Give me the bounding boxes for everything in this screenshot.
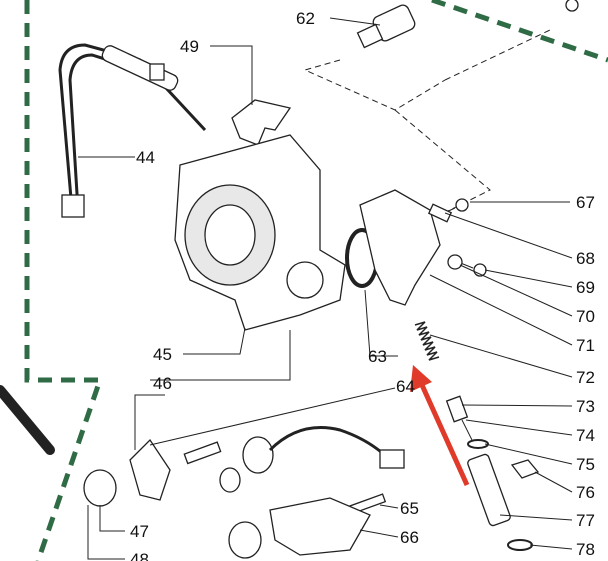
part-49-clip: [231, 99, 292, 146]
label-45: 45: [153, 345, 172, 364]
label-67: 67: [576, 193, 595, 212]
leader-lines: [78, 17, 573, 560]
part-64-grommet: [242, 436, 274, 474]
label-66: 66: [400, 528, 419, 547]
part-44-wiring-harness: [58, 43, 207, 218]
label-76: 76: [576, 483, 595, 502]
label-46: 46: [153, 374, 172, 393]
label-69: 69: [576, 278, 595, 297]
label-75: 75: [576, 455, 595, 474]
part-74-rod: [461, 419, 473, 441]
connector-dashed: [303, 59, 446, 111]
cable-connector: [379, 449, 405, 469]
connector-dashed-2: [394, 29, 551, 216]
highlight-arrow: [410, 365, 470, 487]
part-47-button: [83, 469, 117, 507]
label-70: 70: [576, 307, 595, 326]
part-46-plate: [129, 438, 171, 501]
label-65: 65: [400, 499, 419, 518]
part-62-sensor: [356, 4, 416, 49]
part-72-spring: [414, 321, 440, 361]
label-68: 68: [576, 249, 595, 268]
cable: [268, 426, 392, 462]
part-68-plate: [427, 203, 453, 223]
part-top-right-fitting: [565, 0, 579, 12]
label-74: 74: [576, 426, 595, 445]
label-73: 73: [576, 397, 595, 416]
label-44: 44: [136, 148, 155, 167]
part-66-bracket: [269, 497, 371, 556]
label-49: 49: [180, 37, 199, 56]
part-45-housing: [174, 134, 346, 331]
label-77: 77: [576, 511, 595, 530]
part-75-ring: [467, 439, 489, 449]
part-64-screw: [183, 441, 222, 465]
part-71-cover: [359, 189, 441, 306]
part-78-ring: [507, 539, 533, 551]
part-70-washer: [447, 254, 463, 270]
assembly-boundary-left: [24, 0, 104, 561]
label-72: 72: [576, 368, 595, 387]
assembly-boundary-right: [431, 0, 608, 63]
label-63: 63: [368, 347, 387, 366]
label-47: 47: [130, 522, 149, 541]
part-76-clip: [510, 459, 540, 479]
label-62: 62: [296, 9, 315, 28]
part-77-electrode: [467, 453, 511, 527]
washer: [219, 467, 241, 493]
label-64: 64: [396, 377, 415, 396]
tube: [0, 385, 55, 455]
part-73-pin: [445, 395, 469, 423]
part-48-knob: [228, 521, 262, 559]
label-71: 71: [576, 336, 595, 355]
label-48: 48: [130, 550, 149, 561]
label-78: 78: [576, 540, 595, 559]
